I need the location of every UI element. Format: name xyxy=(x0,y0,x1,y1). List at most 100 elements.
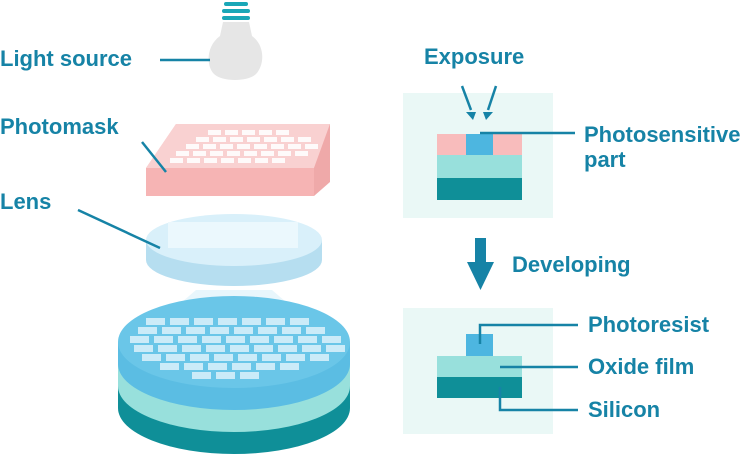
wafer-die xyxy=(226,336,245,343)
wafer-die xyxy=(266,318,285,325)
photosensitive-part-label-line2: part xyxy=(584,147,626,172)
photomask-plate xyxy=(146,124,330,196)
photomask-cell xyxy=(254,144,267,149)
wafer-die xyxy=(214,354,233,361)
light-bulb-icon xyxy=(208,2,263,80)
photomask-cell xyxy=(244,151,257,156)
photomask-cell xyxy=(305,144,318,149)
wafer-die-pattern xyxy=(130,318,345,379)
photomask-cell xyxy=(220,144,233,149)
photomask-cell xyxy=(176,151,189,156)
wafer-die xyxy=(206,345,225,352)
wafer-die xyxy=(234,327,253,334)
wafer-die xyxy=(134,345,153,352)
wafer-die xyxy=(326,345,345,352)
photomask-cell xyxy=(186,144,199,149)
wafer-die xyxy=(186,327,205,334)
wafer-die xyxy=(216,372,235,379)
photomask-cell xyxy=(230,137,243,142)
wafer-die xyxy=(160,363,179,370)
wafer-die xyxy=(162,327,181,334)
photomask-cell xyxy=(278,151,291,156)
wafer-die xyxy=(290,318,309,325)
light-source-label: Light source xyxy=(0,46,133,71)
photomask-cell xyxy=(227,151,240,156)
photomask-cell xyxy=(208,130,221,135)
oxide-film-label: Oxide film xyxy=(588,354,695,379)
photomask-cell xyxy=(259,130,272,135)
wafer-die xyxy=(154,336,173,343)
photomask-cell xyxy=(247,137,260,142)
wafer-die xyxy=(302,345,321,352)
wafer-die xyxy=(238,354,257,361)
photomask-cell xyxy=(255,158,268,163)
wafer-die xyxy=(298,336,317,343)
wafer-die xyxy=(192,372,211,379)
photomask-cell xyxy=(187,158,200,163)
exposure-arrows xyxy=(460,85,498,120)
wafer-die xyxy=(218,318,237,325)
wafer-die xyxy=(178,336,197,343)
photoresist-label: Photoresist xyxy=(588,312,710,337)
wafer-die xyxy=(182,345,201,352)
wafer-die xyxy=(278,345,297,352)
developing-arrow-icon xyxy=(467,238,494,290)
lens-leader xyxy=(77,208,161,250)
wafer-die xyxy=(142,354,161,361)
wafer-die xyxy=(230,345,249,352)
photomask-pattern xyxy=(170,130,318,163)
wafer-die xyxy=(138,327,157,334)
wafer-die xyxy=(184,363,203,370)
wafer-die xyxy=(250,336,269,343)
wafer-die xyxy=(130,336,149,343)
photosensitive-part-block xyxy=(466,134,493,155)
developing-label: Developing xyxy=(512,252,631,277)
wafer-die xyxy=(210,327,229,334)
wafer-die xyxy=(310,354,329,361)
exposure-label: Exposure xyxy=(424,44,525,69)
wafer-die xyxy=(262,354,281,361)
photomask-cell xyxy=(242,130,255,135)
exposure-panel xyxy=(403,93,553,218)
wafer-die xyxy=(190,354,209,361)
wafer-die xyxy=(306,327,325,334)
photomask-cell xyxy=(276,130,289,135)
photosensitive-part-label-line1: Photosensitive xyxy=(584,122,741,147)
photomask-cell xyxy=(221,158,234,163)
wafer-die xyxy=(208,363,227,370)
photomask-cell xyxy=(261,151,274,156)
photosensitive-part-label: Photosensitive part xyxy=(584,122,740,172)
wafer-die xyxy=(280,363,299,370)
photomask-cell xyxy=(298,137,311,142)
wafer-die xyxy=(158,345,177,352)
photomask-label: Photomask xyxy=(0,114,119,139)
lens-label: Lens xyxy=(0,189,52,214)
photomask-cell xyxy=(238,158,251,163)
photomask-cell xyxy=(225,130,238,135)
photomask-cell xyxy=(295,151,308,156)
wafer-die xyxy=(170,318,189,325)
wafer-die xyxy=(256,363,275,370)
photomask-cell xyxy=(196,137,209,142)
wafer-die xyxy=(240,372,259,379)
wafer-die xyxy=(146,318,165,325)
right-leader-lines xyxy=(478,323,578,412)
wafer-die xyxy=(274,336,293,343)
photomask-cell xyxy=(170,158,183,163)
wafer-die xyxy=(258,327,277,334)
photomask-cell xyxy=(213,137,226,142)
wafer-die xyxy=(194,318,213,325)
wafer-die xyxy=(286,354,305,361)
photomask-cell xyxy=(237,144,250,149)
photomask-cell xyxy=(203,144,216,149)
photomask-cell xyxy=(193,151,206,156)
wafer-die xyxy=(282,327,301,334)
silicon-label: Silicon xyxy=(588,397,661,422)
wafer-die xyxy=(202,336,221,343)
photomask-cell xyxy=(210,151,223,156)
wafer-die xyxy=(254,345,273,352)
wafer-die xyxy=(322,336,341,343)
developed-panel xyxy=(403,308,553,434)
lens-disc xyxy=(146,214,322,286)
